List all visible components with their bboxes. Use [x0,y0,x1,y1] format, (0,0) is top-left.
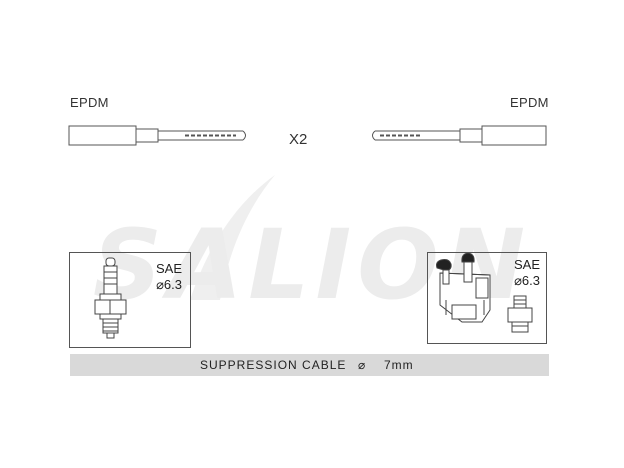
left-sae-label: SAE [155,261,182,276]
cable-spec-title: SUPPRESSION CABLE [200,358,347,372]
boot-right [481,125,547,146]
cable-right-drawing [372,125,547,146]
watermark-swoosh [190,175,275,300]
left-insulation-label: EPDM [70,95,109,110]
ferrule-right [459,128,483,143]
spark-plug-icon [94,257,127,339]
diameter-symbol: ⌀ [358,358,367,372]
right-size-label: ⌀6.3 [514,273,540,288]
ferrule-left [135,128,159,143]
wire-right-cut [372,130,376,141]
right-box-spec: SAE ⌀6.3 [514,257,540,289]
right-insulation-label: EPDM [510,95,549,110]
ignition-coil-icon [436,252,533,333]
left-box-spec: SAE ⌀6.3 [156,261,182,293]
boot-left [68,125,137,146]
cable-left-drawing [68,125,246,146]
spark-plug-terminal-box: SAE ⌀6.3 [69,252,191,348]
wire-left-cut [242,130,246,141]
left-size-label: ⌀6.3 [156,277,182,292]
quantity-label: X2 [289,131,308,148]
right-sae-label: SAE [513,257,540,272]
coil-terminal-box: SAE ⌀6.3 [427,252,547,344]
cable-diameter-value: 7mm [384,358,414,372]
cable-spec-bar: SUPPRESSION CABLE ⌀ 7mm [70,354,549,376]
